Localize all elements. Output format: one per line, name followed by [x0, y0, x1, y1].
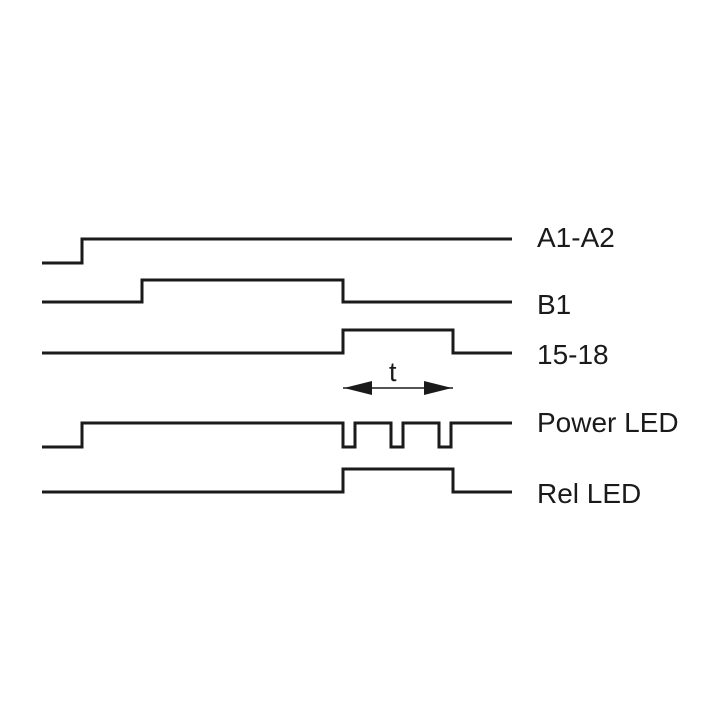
- signal-a1-a2-label: A1-A2: [537, 222, 615, 253]
- signal-b1-waveform: [42, 278, 512, 304]
- signal-rel-led-label: Rel LED: [537, 478, 641, 509]
- signal-15-18-label: 15-18: [537, 339, 609, 370]
- time-dimension: t: [343, 357, 453, 395]
- signal-a1-a2-waveform: [42, 237, 512, 265]
- signal-power-led-waveform: [42, 421, 512, 449]
- signal-rel-led-waveform: [42, 467, 512, 494]
- dimension-arrow-right: [424, 381, 452, 395]
- signal-power-led-label: Power LED: [537, 407, 679, 438]
- dimension-label-t: t: [389, 357, 397, 387]
- signal-15-18-waveform: [42, 328, 512, 355]
- dimension-arrow-left: [344, 381, 372, 395]
- signal-b1-label: B1: [537, 289, 571, 320]
